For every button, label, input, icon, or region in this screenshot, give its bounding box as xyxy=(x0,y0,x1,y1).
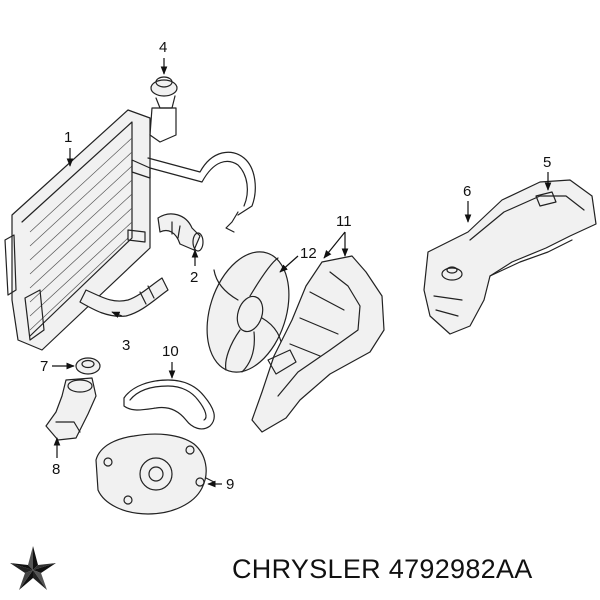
callout-7: 7 xyxy=(40,358,75,375)
callout-label: 10 xyxy=(162,343,179,360)
water-pump xyxy=(95,433,215,515)
water-pump-gasket xyxy=(123,379,215,430)
radiator-cap xyxy=(149,76,178,143)
callout-label: 5 xyxy=(543,154,551,171)
callout-label: 9 xyxy=(226,476,234,493)
thermostat-cap xyxy=(75,357,101,375)
upper-hose xyxy=(157,213,204,252)
callout-label: 4 xyxy=(159,39,167,56)
coolant-reservoir xyxy=(423,179,597,335)
callout-label: 1 xyxy=(64,129,72,146)
callout-8: 8 xyxy=(52,437,61,478)
callout-label: 12 xyxy=(300,245,317,262)
callout-label: 3 xyxy=(122,337,130,354)
chrysler-pentastar-icon xyxy=(2,545,64,595)
lower-hose xyxy=(79,277,169,317)
callout-label: 11 xyxy=(336,213,352,230)
callout-1: 1 xyxy=(64,129,74,167)
part-number-caption: CHRYSLER 4792982AA xyxy=(232,554,533,584)
callout-5: 5 xyxy=(543,154,552,191)
callout-9: 9 xyxy=(207,476,234,493)
callout-label: 6 xyxy=(463,183,471,200)
cooling-fan xyxy=(206,251,290,373)
callout-6: 6 xyxy=(463,183,472,223)
callout-2: 2 xyxy=(190,249,199,286)
callout-4: 4 xyxy=(159,39,168,75)
thermostat-housing xyxy=(45,377,97,441)
radiator xyxy=(4,109,151,351)
callout-label: 8 xyxy=(52,461,60,478)
callout-label: 7 xyxy=(40,358,48,375)
overflow-hose xyxy=(147,151,256,233)
callout-10: 10 xyxy=(162,343,179,379)
callout-3: 3 xyxy=(111,311,130,354)
callout-11: 11 xyxy=(323,213,352,259)
fan-shroud xyxy=(251,255,385,433)
callout-label: 2 xyxy=(190,269,198,286)
callout-12: 12 xyxy=(279,245,317,273)
